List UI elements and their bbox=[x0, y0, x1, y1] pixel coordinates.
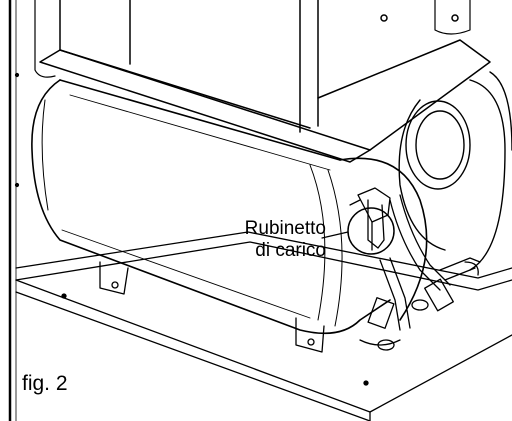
fastener bbox=[14, 182, 20, 188]
callout-leader-line bbox=[321, 231, 349, 239]
charging-valve-callout: Rubinetto di carico bbox=[208, 218, 326, 262]
callout-circle bbox=[347, 207, 395, 255]
callout-line-2: di carico bbox=[255, 240, 326, 261]
figure-label: fig. 2 bbox=[22, 372, 68, 395]
support-feet bbox=[99, 261, 325, 353]
piping bbox=[359, 194, 481, 351]
fastener bbox=[14, 72, 20, 78]
top-housing bbox=[34, 0, 491, 163]
tank-body bbox=[31, 79, 428, 335]
callout-line-1: Rubinetto bbox=[244, 218, 326, 239]
charging-valve bbox=[349, 187, 391, 251]
base-plate bbox=[15, 231, 512, 421]
